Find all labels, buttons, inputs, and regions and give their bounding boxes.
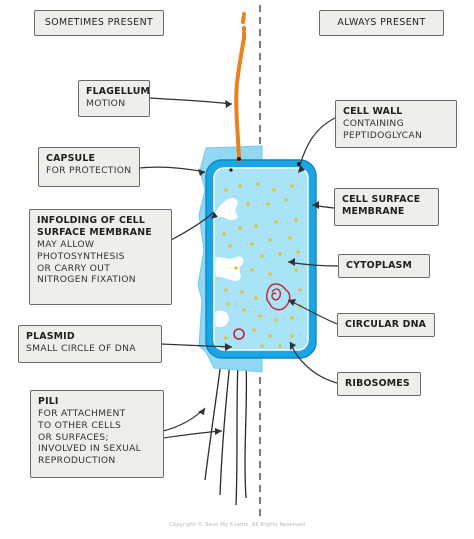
ribosomes: [222, 182, 302, 348]
label-infolding: INFOLDING OF CELL SURFACE MEMBRANE MAY A…: [29, 209, 172, 305]
ribosome-dot: [290, 184, 294, 188]
cell-wall-desc-1: CONTAINING: [343, 118, 404, 130]
circular-dna-title: CIRCULAR DNA: [345, 319, 427, 330]
ribosome-dot: [294, 268, 298, 272]
label-pili: PILI FOR ATTACHMENT TO OTHER CELLS OR SU…: [30, 390, 164, 478]
header-sometimes-present: SOMETIMES PRESENT: [34, 10, 164, 36]
infolding-desc-2: PHOTOSYNTHESIS: [37, 250, 125, 262]
ribosome-dot: [298, 288, 302, 292]
cell-surface-membrane-title-2: MEMBRANE: [342, 206, 405, 218]
label-capsule: CAPSULE FOR PROTECTION: [38, 147, 140, 187]
ribosome-dot: [242, 308, 246, 312]
ribosome-dot: [260, 254, 264, 258]
ribosome-dot: [278, 252, 282, 256]
flagellum-desc: MOTION: [86, 98, 126, 110]
ribosome-dot: [226, 302, 230, 306]
ribosome-dot: [224, 336, 228, 340]
ribosome-dot: [256, 182, 260, 186]
ribosome-dot: [290, 316, 294, 320]
header-sometimes-present-label: SOMETIMES PRESENT: [44, 17, 154, 28]
capsule-desc: FOR PROTECTION: [46, 165, 132, 177]
ribosome-dot: [222, 232, 226, 236]
ribosome-dot: [250, 242, 254, 246]
ribosome-dot: [274, 220, 278, 224]
circular-dna: [265, 283, 291, 311]
ribosome-dot: [240, 290, 244, 294]
pili-desc-3: OR SURFACES;: [38, 431, 109, 443]
ribosome-dot: [288, 236, 292, 240]
ribosome-dot: [228, 244, 232, 248]
arrowheads: [198, 100, 319, 435]
flagellum-title: FLAGELLUM: [86, 86, 151, 97]
ribosome-dot: [246, 202, 250, 206]
cell-surface-membrane: [213, 167, 309, 351]
label-cell-surface-membrane: CELL SURFACE MEMBRANE: [334, 188, 439, 226]
ribosome-dot: [274, 318, 278, 322]
infolding-desc-3: OR CARRY OUT: [37, 262, 111, 274]
label-flagellum: FLAGELLUM MOTION: [78, 80, 150, 117]
ribosome-dot: [258, 314, 262, 318]
label-ribosomes: RIBOSOMES: [337, 372, 421, 396]
plasmid: [233, 328, 245, 340]
ribosome-dot: [266, 202, 270, 206]
ribosome-dot: [254, 296, 258, 300]
plasmid-title: PLASMID: [26, 331, 75, 342]
infolding-title-1: INFOLDING OF CELL: [37, 215, 146, 226]
ribosome-dot: [260, 344, 264, 348]
pointer-dots: [229, 157, 301, 172]
ribosome-dot: [254, 224, 258, 228]
ribosome-dot: [296, 250, 300, 254]
cell-surface-membrane-title-1: CELL SURFACE: [342, 194, 421, 205]
pili-title: PILI: [38, 396, 59, 407]
label-cell-wall: CELL WALL CONTAINING PEPTIDOGLYCAN: [335, 100, 457, 148]
ribosomes-title: RIBOSOMES: [345, 378, 410, 389]
pili-desc-5: REPRODUCTION: [38, 455, 116, 467]
infolding-title-2: SURFACE MEMBRANE: [37, 227, 152, 239]
label-plasmid: PLASMID SMALL CIRCLE OF DNA: [18, 325, 162, 363]
cell-wall-title: CELL WALL: [343, 106, 403, 117]
header-always-present-label: ALWAYS PRESENT: [337, 17, 426, 28]
ribosome-dot: [268, 272, 272, 276]
ribosome-dot: [252, 328, 256, 332]
ribosome-dot: [294, 218, 298, 222]
pili-desc-1: FOR ATTACHMENT: [38, 408, 126, 420]
ribosome-dot: [278, 344, 282, 348]
pili-desc-4: INVOLVED IN SEXUAL: [38, 443, 142, 455]
header-always-present: ALWAYS PRESENT: [319, 10, 444, 36]
capsule-title: CAPSULE: [46, 153, 96, 164]
ribosome-dot: [224, 188, 228, 192]
cell-wall-desc-2: PEPTIDOGLYCAN: [343, 129, 423, 141]
label-cytoplasm: CYTOPLASM: [338, 254, 430, 278]
ribosome-dot: [238, 226, 242, 230]
ribosome-dot: [268, 238, 272, 242]
pili: [204, 361, 248, 506]
membrane-infolding: [215, 198, 244, 327]
plasmid-desc: SMALL CIRCLE OF DNA: [26, 343, 136, 355]
copyright-notice: Copyright © Save My Exams. All Rights Re…: [169, 522, 305, 528]
ribosome-dot: [224, 288, 228, 292]
ribosome-dot: [272, 188, 276, 192]
infolding-desc-1: MAY ALLOW: [37, 239, 95, 251]
ribosome-dot: [234, 266, 238, 270]
pili-desc-2: TO OTHER CELLS: [38, 419, 122, 431]
infolding-desc-4: NITROGEN FIXATION: [37, 274, 136, 286]
ribosome-dot: [238, 184, 242, 188]
ribosome-dot: [250, 268, 254, 272]
flagellum: [234, 12, 246, 162]
label-circular-dna: CIRCULAR DNA: [337, 313, 435, 337]
ribosome-dot: [268, 334, 272, 338]
ribosome-dot: [290, 334, 294, 338]
cytoplasm-title: CYTOPLASM: [346, 260, 413, 271]
ribosome-dot: [284, 198, 288, 202]
